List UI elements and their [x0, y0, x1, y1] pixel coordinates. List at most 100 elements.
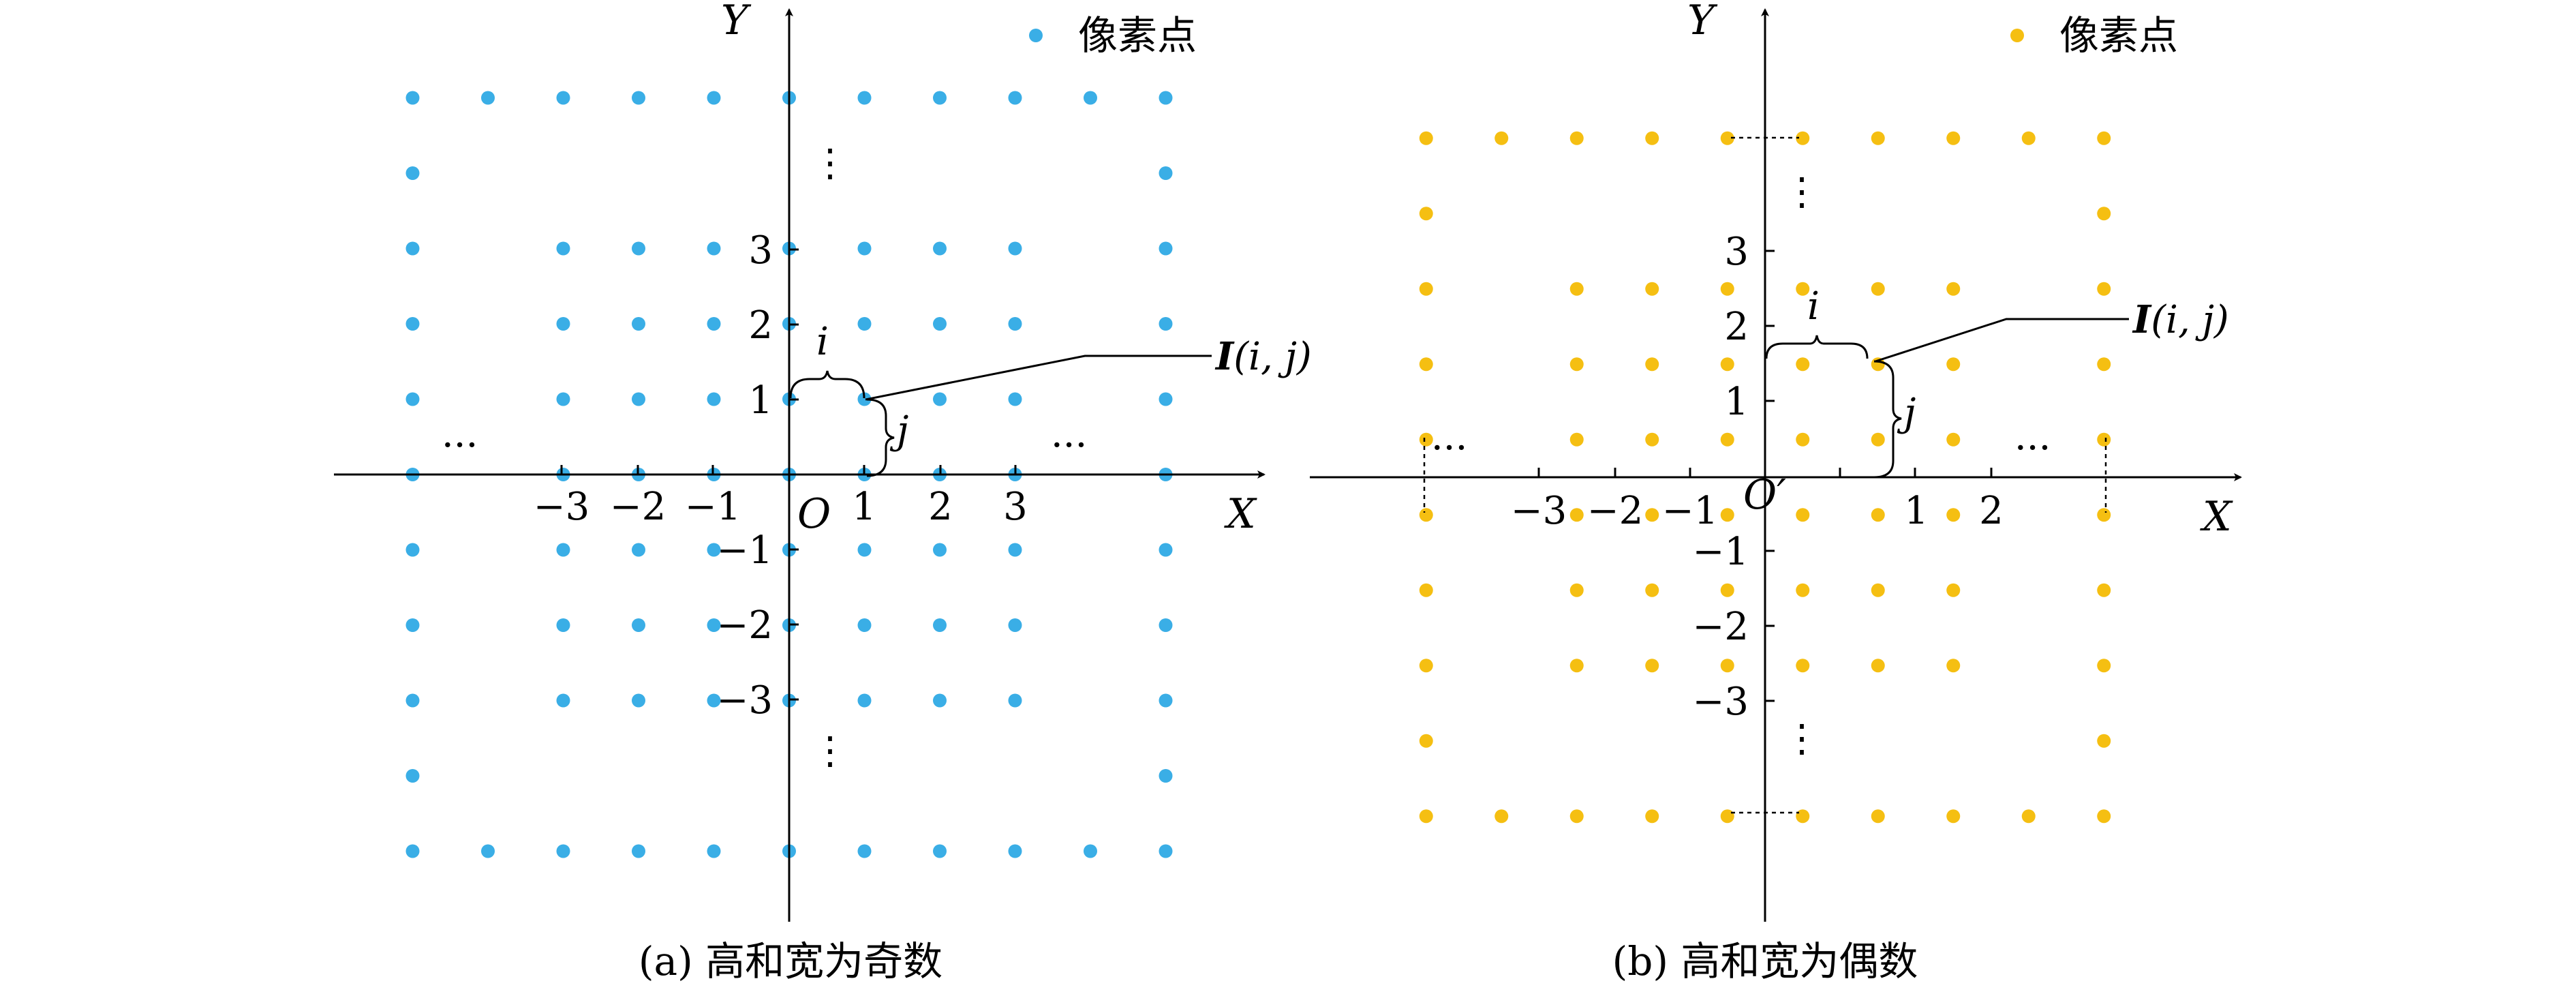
y-axis-label: Y — [1687, 0, 1718, 44]
pixel-dot — [933, 241, 947, 256]
x-tick-label: −2 — [610, 485, 666, 529]
pixel-dot — [2097, 432, 2111, 447]
pixel-dot — [857, 317, 872, 331]
pixel-dot — [2097, 809, 2111, 824]
y-tick-label: −2 — [1692, 605, 1749, 649]
pixel-dot — [1008, 317, 1022, 331]
brace-i-label: i — [1807, 284, 1820, 329]
pixel-dot — [1796, 282, 1810, 296]
pixel-dot — [405, 543, 420, 557]
brace-j-label: j — [889, 408, 908, 453]
pixel-dot — [2097, 357, 2111, 372]
pixel-dot — [1720, 659, 1734, 673]
origin-label: O — [797, 490, 831, 538]
pixel-dot — [1159, 392, 1173, 406]
leader-line — [1875, 318, 2129, 363]
pixel-dot — [632, 693, 645, 708]
pixel-dot — [1419, 583, 1433, 597]
pixel-dot — [556, 618, 570, 632]
leader-line — [865, 355, 1212, 401]
pixel-dot — [1008, 241, 1022, 256]
x-tick-label: 1 — [1904, 489, 1929, 533]
pixel-dot — [2097, 508, 2111, 522]
left-ellipsis: ··· — [442, 423, 478, 468]
pixel-dot — [1569, 508, 1584, 522]
pixel-dot — [556, 241, 570, 256]
pixel-label-index: (i, j) — [2151, 298, 2229, 342]
pixel-dot — [405, 91, 420, 105]
pixel-dot — [405, 317, 420, 331]
caption: (a) 高和宽为奇数 — [639, 938, 942, 984]
brace-j-label: j — [1897, 391, 1916, 435]
brace-i-label: i — [816, 320, 829, 364]
pixel-dot — [1159, 91, 1173, 105]
pixel-dot — [405, 844, 420, 858]
pixel-dot — [933, 693, 947, 708]
x-axis-label: X — [2200, 493, 2233, 541]
pixel-dot — [1419, 282, 1433, 296]
pixel-dot — [933, 844, 947, 858]
pixel-dot — [1946, 432, 1961, 447]
panel-a-dots — [405, 91, 1173, 858]
pixel-dot — [707, 844, 721, 858]
pixel-dot — [1419, 357, 1433, 372]
pixel-dot — [1494, 131, 1509, 145]
pixel-dot — [1008, 543, 1022, 557]
y-tick-label: −1 — [1692, 530, 1749, 574]
brace-j — [866, 398, 895, 477]
panel-b: −3 −2 −1 1 2 3 3 2 1 −1 −2 −3 X Y O′ ···… — [1310, 0, 2242, 984]
legend-label: 像素点 — [1078, 12, 1197, 59]
pixel-dot — [1645, 583, 1659, 597]
pixel-dot — [1645, 432, 1659, 447]
legend-marker — [2010, 29, 2024, 42]
pixel-dot — [405, 693, 420, 708]
x-ticks — [560, 465, 1017, 475]
pixel-dot — [1419, 809, 1433, 824]
origin-label: O′ — [1743, 471, 1786, 519]
pixel-dot — [1871, 131, 1885, 145]
pixel-dot — [632, 241, 645, 256]
pixel-dot — [1871, 659, 1885, 673]
y-tick-label: −2 — [716, 603, 773, 648]
x-tick-label: 1 — [852, 485, 876, 529]
pixel-dot — [1569, 659, 1584, 673]
pixel-dot — [933, 618, 947, 632]
y-tick-label: 2 — [748, 303, 773, 348]
pixel-label-symbol: I — [1214, 334, 1235, 379]
y-tick-label: −3 — [1692, 680, 1749, 724]
pixel-dot — [1419, 734, 1433, 748]
y-tick-label: 1 — [748, 378, 773, 423]
pixel-dot — [1645, 131, 1659, 145]
pixel-dot — [1871, 282, 1885, 296]
pixel-dot — [1645, 282, 1659, 296]
pixel-label: I(i, j) — [2132, 297, 2229, 342]
pixel-dot — [1871, 508, 1885, 522]
pixel-dot — [632, 618, 645, 632]
x-tick-label: 2 — [1979, 489, 2004, 533]
pixel-dot — [1419, 131, 1433, 145]
pixel-label-symbol: I — [2132, 297, 2152, 342]
pixel-dot — [1569, 131, 1584, 145]
pixel-dot — [1159, 543, 1173, 557]
pixel-dot — [2097, 734, 2111, 748]
pixel-dot — [857, 241, 872, 256]
pixel-dot — [405, 392, 420, 406]
pixel-dot — [1796, 809, 1810, 824]
y-tick-label: 1 — [1724, 380, 1749, 424]
pixel-dot — [1796, 432, 1810, 447]
pixel-dot — [1008, 91, 1022, 105]
pixel-dot — [1419, 508, 1433, 522]
pixel-dot — [632, 91, 645, 105]
pixel-dot — [1645, 357, 1659, 372]
pixel-dot — [1796, 357, 1810, 372]
pixel-dot — [1946, 357, 1961, 372]
pixel-dot — [1494, 809, 1509, 824]
pixel-dot — [707, 91, 721, 105]
legend-label: 像素点 — [2059, 12, 2178, 59]
x-tick-label: −3 — [1511, 489, 1567, 533]
pixel-dot — [1159, 618, 1173, 632]
pixel-dot — [405, 241, 420, 256]
pixel-dot — [707, 693, 721, 708]
pixel-dot — [1419, 207, 1433, 221]
